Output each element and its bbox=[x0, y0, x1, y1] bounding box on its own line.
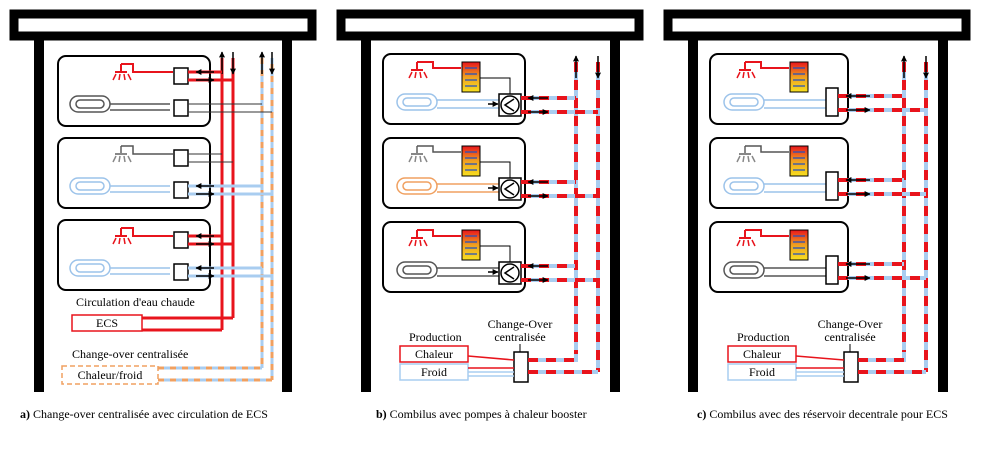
panel-a: Circulation d'eau chaude ECS Change-over… bbox=[9, 9, 317, 421]
shower-icon bbox=[112, 227, 173, 245]
caption-a: a) Change-over centralisée avec circulat… bbox=[20, 407, 268, 421]
caption-a-text: Change-over centralisée avec circulation… bbox=[30, 407, 268, 421]
changeover-label: Change-over centralisée bbox=[72, 347, 188, 361]
apt-b2 bbox=[396, 145, 499, 195]
caption-c-text: Combilus avec des réservoir decentrale p… bbox=[706, 407, 948, 421]
chaleur-box bbox=[399, 345, 469, 363]
chaleur-label: Chaleur bbox=[743, 347, 781, 361]
right-wall bbox=[938, 36, 948, 392]
ecs-box bbox=[71, 314, 143, 332]
chaleur-froid-box bbox=[61, 365, 159, 385]
shower-icon bbox=[112, 63, 173, 81]
chaleur-label: Chaleur bbox=[415, 347, 453, 361]
changeover-line2: centralisée bbox=[824, 330, 875, 344]
tank-icon bbox=[789, 229, 809, 261]
circulation-label: Circulation d'eau chaude bbox=[76, 295, 195, 309]
risers-a bbox=[219, 51, 275, 380]
left-wall bbox=[361, 36, 371, 392]
panel-c: Production Chaleur Froid Change-Over cen… bbox=[663, 9, 971, 421]
right-wall bbox=[610, 36, 620, 392]
panel-b: Production Chaleur Froid Change-Over cen… bbox=[336, 9, 644, 421]
thin-lines-a bbox=[188, 103, 272, 163]
apt-c1 bbox=[723, 61, 826, 111]
risers-c bbox=[901, 55, 929, 372]
apartment-2 bbox=[709, 137, 849, 209]
tank-icon bbox=[789, 145, 809, 177]
caption-a-prefix: a) bbox=[20, 407, 30, 421]
apartment-1 bbox=[382, 53, 526, 125]
caption-b: b) Combilus avec pompes à chaleur booste… bbox=[376, 407, 587, 421]
changeover-valve bbox=[843, 351, 859, 383]
apartment-2 bbox=[382, 137, 526, 209]
apt-b3 bbox=[396, 229, 499, 279]
ecs-box-label: ECS bbox=[96, 316, 118, 330]
changeover-line1: Change-Over bbox=[488, 317, 553, 331]
apt-c2 bbox=[723, 145, 826, 195]
left-wall bbox=[688, 36, 698, 392]
valve-blocks bbox=[825, 87, 839, 285]
froid-label: Froid bbox=[421, 365, 447, 379]
apartment-3 bbox=[57, 219, 211, 291]
chaleur-box bbox=[727, 345, 797, 363]
left-wall bbox=[34, 36, 44, 392]
floor-coil bbox=[69, 259, 170, 277]
heat-pump-icons bbox=[480, 77, 522, 285]
branches-a bbox=[188, 70, 272, 278]
branches-c bbox=[838, 93, 926, 281]
apartment-3 bbox=[382, 221, 526, 293]
caption-b-prefix: b) bbox=[376, 407, 387, 421]
apartment-1 bbox=[709, 53, 849, 125]
tank-icon bbox=[461, 145, 481, 177]
apartment-2 bbox=[57, 137, 211, 209]
production-label: Production bbox=[409, 330, 462, 344]
roof bbox=[336, 9, 644, 41]
branches-b bbox=[488, 95, 598, 283]
apt-c3 bbox=[723, 229, 826, 279]
risers-b bbox=[573, 55, 601, 372]
tank-icon bbox=[789, 61, 809, 93]
floor-coil bbox=[69, 95, 170, 113]
roof bbox=[9, 9, 317, 41]
floor-coil bbox=[69, 177, 170, 195]
valve-boxes bbox=[173, 67, 189, 281]
shower-icon bbox=[112, 145, 173, 163]
tank-icon bbox=[461, 61, 481, 93]
changeover-valve bbox=[513, 351, 529, 383]
roof bbox=[663, 9, 971, 41]
tank-icon bbox=[461, 229, 481, 261]
caption-c: c) Combilus avec des réservoir decentral… bbox=[697, 407, 948, 421]
changeover-line2: centralisée bbox=[494, 330, 545, 344]
caption-b-text: Combilus avec pompes à chaleur booster bbox=[387, 407, 587, 421]
arrows-a bbox=[195, 69, 215, 279]
apartment-3 bbox=[709, 221, 849, 293]
changeover-line1: Change-Over bbox=[818, 317, 883, 331]
caption-c-prefix: c) bbox=[697, 407, 706, 421]
chaleur-froid-label: Chaleur/froid bbox=[78, 368, 143, 382]
production-label: Production bbox=[737, 330, 790, 344]
froid-label: Froid bbox=[749, 365, 775, 379]
apartment-1 bbox=[57, 55, 211, 127]
right-wall bbox=[282, 36, 292, 392]
apt-b1 bbox=[396, 61, 499, 111]
